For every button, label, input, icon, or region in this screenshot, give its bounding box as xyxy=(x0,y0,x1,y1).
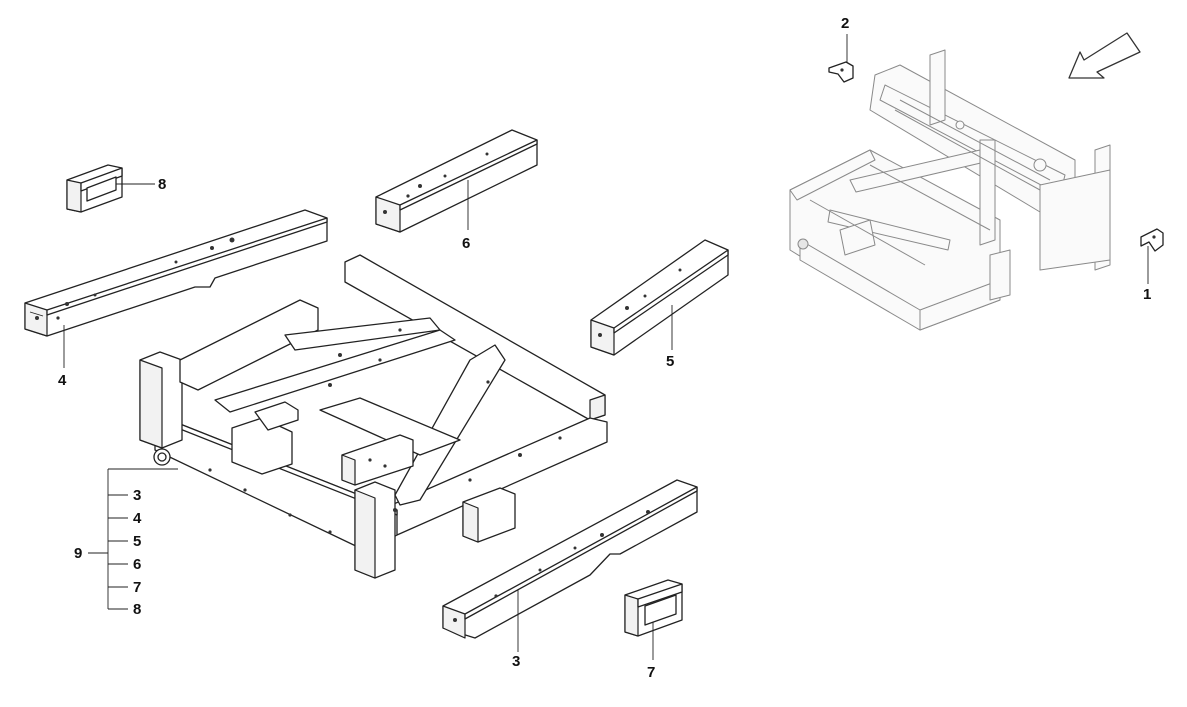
callout-9: 9 xyxy=(74,545,82,562)
callout-6-part: 6 xyxy=(462,235,470,252)
group-item-6: 6 xyxy=(133,556,141,573)
callout-5-part: 5 xyxy=(666,353,674,370)
assembly-group-bracket: 3 4 5 6 7 8 xyxy=(88,469,142,618)
callout-7-part: 7 xyxy=(647,664,655,681)
group-item-4: 4 xyxy=(133,510,142,527)
part-7-end-cover xyxy=(624,579,683,637)
callout-2: 2 xyxy=(841,15,849,32)
group-item-5: 5 xyxy=(133,533,141,550)
group-item-8: 8 xyxy=(133,601,141,618)
front-direction-arrow-icon xyxy=(1068,32,1141,79)
overview-assembly xyxy=(789,49,1111,331)
part-5-cross-member xyxy=(590,239,729,356)
part-1-bracket xyxy=(1140,228,1164,252)
callout-3-part: 3 xyxy=(512,653,520,670)
main-frame-assembly xyxy=(139,254,608,579)
callout-4-part: 4 xyxy=(58,372,67,389)
part-2-bracket xyxy=(828,61,854,83)
part-6-cross-member xyxy=(375,129,538,233)
callout-8-part: 8 xyxy=(158,176,166,193)
group-item-7: 7 xyxy=(133,579,141,596)
part-8-end-cover xyxy=(66,164,123,213)
part-3-side-rail xyxy=(442,479,698,639)
part-4-side-rail xyxy=(24,209,328,337)
group-item-3: 3 xyxy=(133,487,141,504)
callout-1: 1 xyxy=(1143,286,1151,303)
